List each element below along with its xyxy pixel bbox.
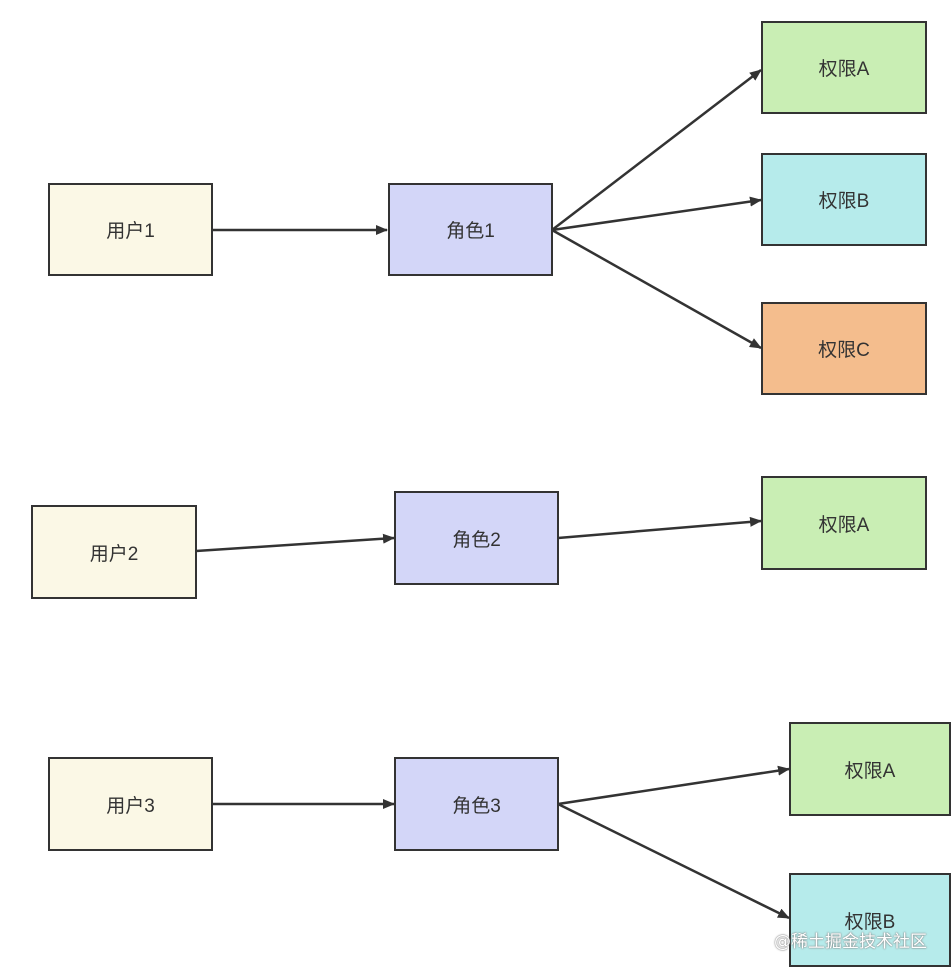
role-node-2: 角色2: [394, 491, 559, 585]
permission-node-label: 权限A: [818, 514, 870, 536]
edge-role1-permb: [551, 196, 762, 232]
user-node-3: 用户3: [48, 757, 213, 851]
permission-node-a: 权限A: [789, 722, 951, 816]
permission-node-label: 权限A: [818, 59, 870, 80]
user-node-2: 用户2: [31, 505, 197, 599]
role-node-label: 角色2: [452, 529, 501, 551]
user-node-label: 用户2: [89, 543, 139, 565]
permission-node-label: 权限B: [844, 911, 896, 933]
role-node-label: 角色1: [446, 221, 495, 242]
edge-role3-permb: [557, 802, 790, 920]
permission-node-label: 权限C: [818, 340, 870, 361]
edge-user2-role2: [195, 533, 395, 553]
permission-node-c: 权限C: [761, 302, 927, 395]
user-node-label: 用户1: [106, 221, 155, 242]
user-node-1: 用户1: [48, 183, 213, 276]
permission-node-label: 权限A: [844, 760, 896, 782]
edge-role2-perma: [557, 516, 762, 540]
role-node-3: 角色3: [394, 757, 559, 851]
edge-role1-perma: [551, 69, 762, 231]
permission-node-label: 权限B: [818, 191, 870, 212]
permission-node-b: 权限B: [789, 873, 951, 967]
edge-role3-perma: [557, 765, 790, 806]
role-node-label: 角色3: [452, 795, 501, 817]
permission-node-b: 权限B: [761, 153, 927, 246]
user-node-label: 用户3: [106, 795, 155, 817]
role-node-1: 角色1: [388, 183, 553, 276]
watermark: @稀土掘金技术社区: [774, 932, 927, 952]
permission-node-a: 权限A: [761, 476, 927, 570]
edge-role1-permc: [551, 228, 762, 350]
permission-node-a: 权限A: [761, 21, 927, 114]
